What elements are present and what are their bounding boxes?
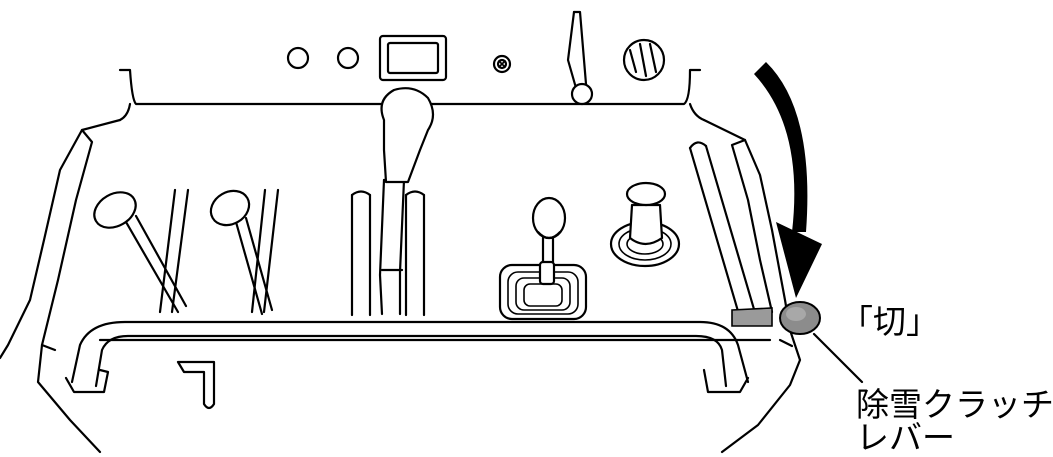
rotary-knob (624, 40, 664, 80)
grab-handle (66, 322, 748, 392)
clutch-slot (690, 142, 756, 318)
center-main-lever (352, 88, 433, 315)
display-screen (380, 36, 446, 80)
direction-arrow-icon (754, 62, 822, 298)
throttle-lever (568, 12, 592, 104)
indicator-lamp-right (338, 48, 358, 68)
joystick-booted (500, 198, 586, 319)
left-levers (88, 184, 278, 314)
joystick-short (611, 183, 679, 266)
indicator-lamp-left (288, 48, 308, 68)
snow-clutch-lever-label-line1: 除雪クラッチ (856, 388, 1053, 421)
dashboard-instruments (288, 12, 664, 104)
snow-clutch-lever-label-line2: レバー (856, 421, 955, 454)
key-switch (494, 56, 510, 72)
leader-line (814, 334, 862, 382)
snow-clutch-lever (732, 302, 820, 334)
lever-left-2 (205, 184, 272, 314)
off-position-label: 「切」 (840, 305, 939, 338)
lever-left-1 (88, 185, 186, 312)
latch-hook (178, 362, 214, 408)
